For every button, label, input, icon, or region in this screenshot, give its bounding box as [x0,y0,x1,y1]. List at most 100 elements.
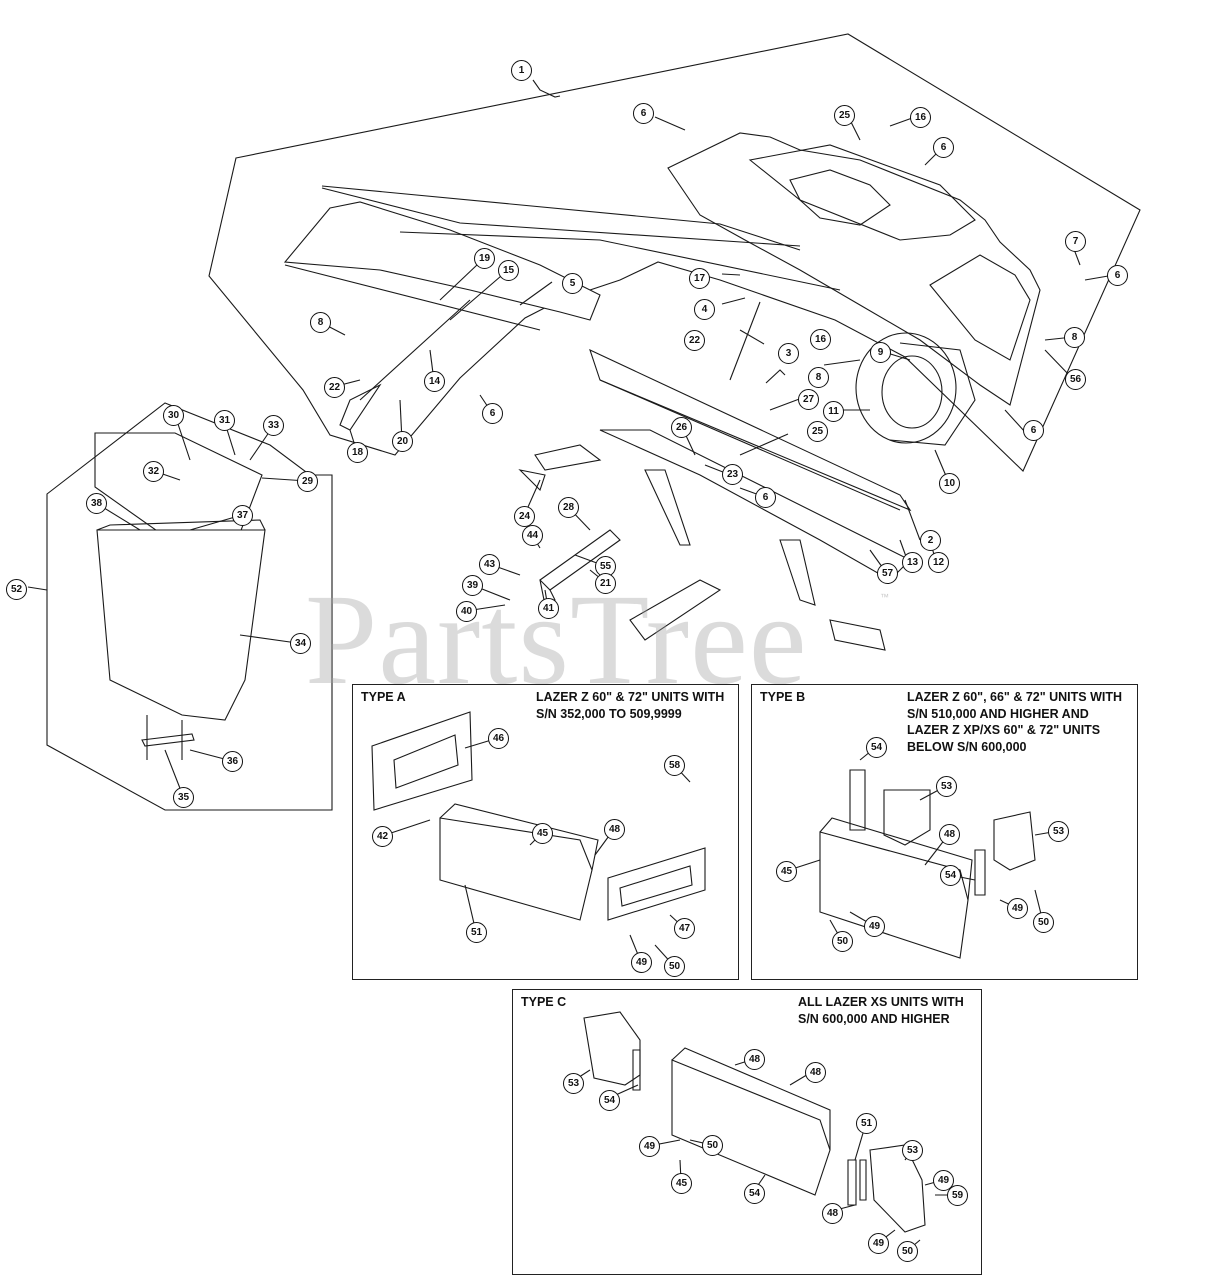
type-b-title: TYPE B [760,690,806,704]
callout-37: 37 [232,505,253,526]
callout-25: 25 [807,421,828,442]
grass-bag-part [96,529,266,721]
callout-25: 25 [834,105,855,126]
callout-2: 2 [920,530,941,551]
callout-40: 40 [456,601,477,622]
callout-49: 49 [639,1136,660,1157]
callout-50: 50 [1033,912,1054,933]
type-c-note: ALL LAZER XS UNITS WITH S/N 600,000 AND … [798,995,964,1026]
callout-49: 49 [933,1170,954,1191]
callout-50: 50 [664,956,685,977]
callout-11: 11 [823,401,844,422]
callout-16: 16 [810,329,831,350]
callout-17: 17 [689,268,710,289]
callout-58: 58 [664,755,685,776]
callout-12: 12 [928,552,949,573]
type-a-panel: TYPE A LAZER Z 60" & 72" UNITS WITH S/N … [352,684,739,980]
watermark-text: PartsTree [305,568,808,712]
callout-7: 7 [1065,231,1086,252]
callout-22: 22 [684,330,705,351]
type-c-panel: TYPE C ALL LAZER XS UNITS WITH S/N 600,0… [512,989,982,1275]
callout-43: 43 [479,554,500,575]
callout-8: 8 [1064,327,1085,348]
callout-51: 51 [466,922,487,943]
callout-41: 41 [538,598,559,619]
callout-59: 59 [947,1185,968,1206]
callout-6: 6 [933,137,954,158]
type-c-bracket-part [671,1059,831,1196]
callout-28: 28 [558,497,579,518]
type-a-title: TYPE A [361,690,406,704]
type-b-plate-part [883,789,931,846]
callout-53: 53 [902,1140,923,1161]
frame-part [599,429,911,581]
callout-32: 32 [143,461,164,482]
callout-45: 45 [671,1173,692,1194]
callout-39: 39 [462,575,483,596]
callout-48: 48 [805,1062,826,1083]
type-b-note: LAZER Z 60", 66" & 72" UNITS WITH S/N 51… [907,690,1123,754]
callout-6: 6 [1107,265,1128,286]
callout-53: 53 [563,1073,584,1094]
callout-14: 14 [424,371,445,392]
assembly-outline [208,33,1141,472]
callout-15: 15 [498,260,519,281]
callout-16: 16 [910,107,931,128]
callout-45: 45 [776,861,797,882]
callout-50: 50 [897,1241,918,1262]
callout-48: 48 [822,1203,843,1224]
callout-54: 54 [744,1183,765,1204]
callout-30: 30 [163,405,184,426]
callout-24: 24 [514,506,535,527]
callout-29: 29 [297,471,318,492]
callout-6: 6 [1023,420,1044,441]
callout-10: 10 [939,473,960,494]
callout-3: 3 [778,343,799,364]
type-a-bracket-part [439,817,593,921]
callout-18: 18 [347,442,368,463]
callout-49: 49 [631,952,652,973]
callout-47: 47 [674,918,695,939]
watermark-trademark: ™ [880,592,889,602]
callout-49: 49 [868,1233,889,1254]
callout-35: 35 [173,787,194,808]
type-c-title: TYPE C [521,995,567,1009]
callout-52: 52 [6,579,27,600]
bag-section-outline [46,402,333,811]
type-a-note: LAZER Z 60" & 72" UNITS WITH S/N 352,000… [536,690,725,721]
callout-49: 49 [864,916,885,937]
callout-20: 20 [392,431,413,452]
callout-23: 23 [722,464,743,485]
callout-27: 27 [798,389,819,410]
callout-48: 48 [939,824,960,845]
callout-6: 6 [482,403,503,424]
callout-53: 53 [936,776,957,797]
callout-53: 53 [1048,821,1069,842]
callout-21: 21 [595,573,616,594]
callout-49: 49 [1007,898,1028,919]
type-b-panel: TYPE B LAZER Z 60", 66" & 72" UNITS WITH… [751,684,1138,980]
callout-8: 8 [310,312,331,333]
callout-9: 9 [870,342,891,363]
callout-50: 50 [702,1135,723,1156]
callout-8: 8 [808,367,829,388]
callout-48: 48 [604,819,625,840]
callout-31: 31 [214,410,235,431]
callout-36: 36 [222,751,243,772]
callout-13: 13 [902,552,923,573]
callout-19: 19 [474,248,495,269]
callout-50: 50 [832,931,853,952]
callout-48: 48 [744,1049,765,1070]
type-a-plate-right-part [607,847,706,921]
callout-1: 1 [511,60,532,81]
callout-34: 34 [290,633,311,654]
type-a-plate-part [371,711,473,811]
hopper-shell-part [667,132,1041,406]
callout-26: 26 [671,417,692,438]
callout-45: 45 [532,823,553,844]
callout-46: 46 [488,728,509,749]
callout-6: 6 [633,103,654,124]
callout-33: 33 [263,415,284,436]
upper-cover-part [283,201,601,321]
